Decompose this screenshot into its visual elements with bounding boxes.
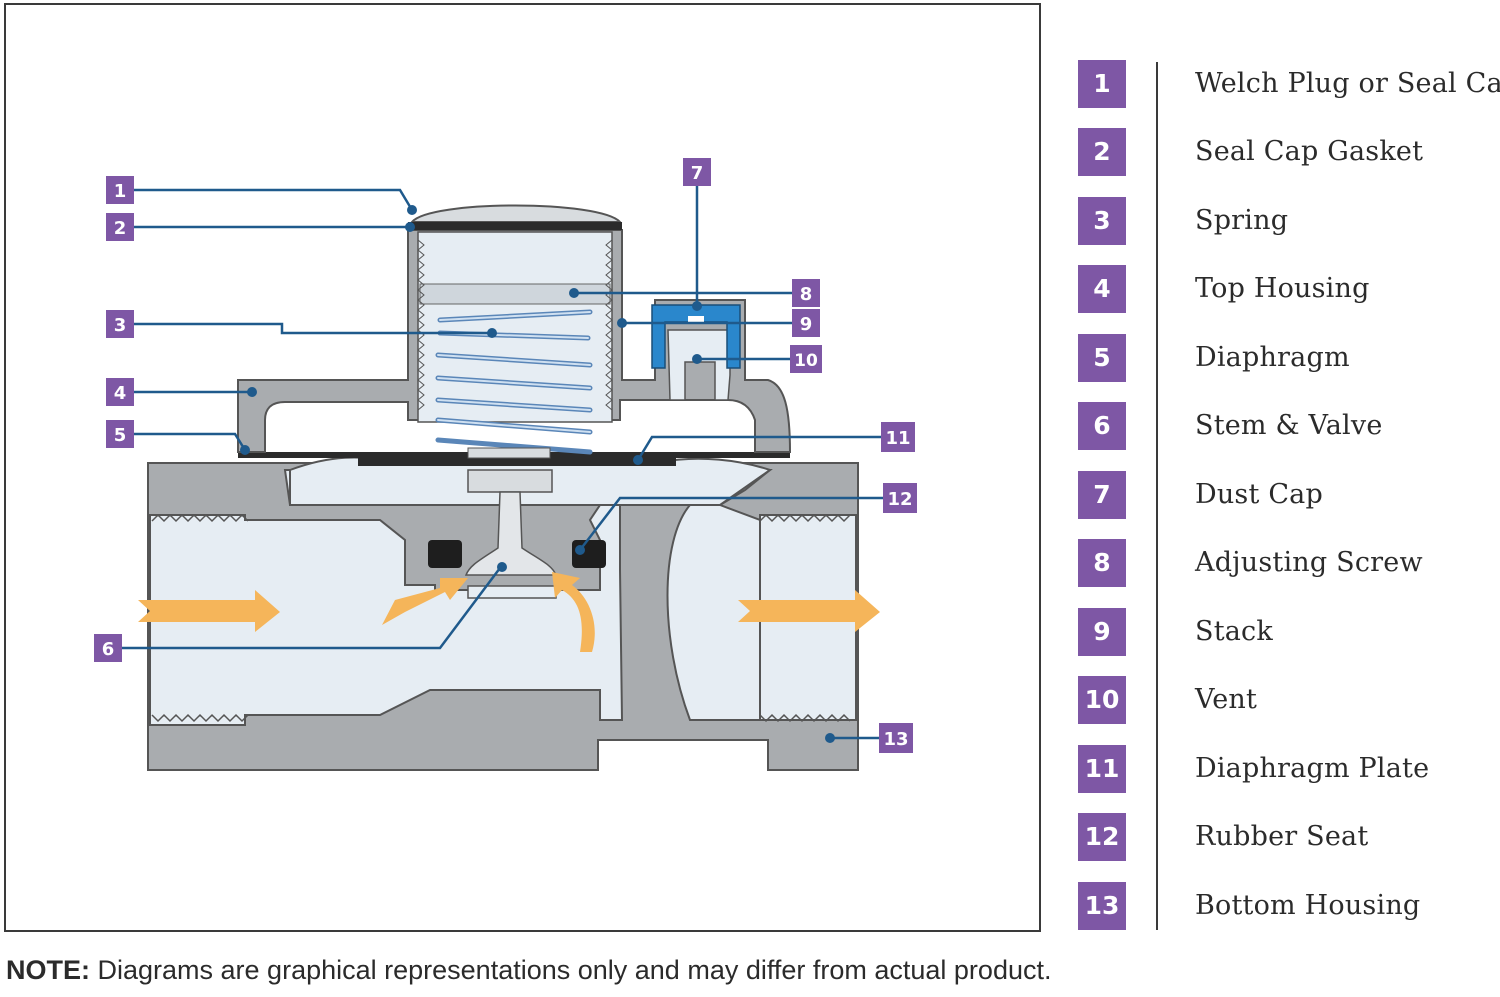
leader-lines	[120, 184, 886, 740]
legend-item: 6 Stem & Valve	[1078, 402, 1498, 450]
legend-number-badge: 10	[1078, 676, 1126, 724]
seal-cap-gasket	[408, 222, 622, 230]
parts-legend: 1 Welch Plug or Seal Cap 2 Seal Cap Gask…	[1078, 60, 1500, 930]
callout-4-text: 4	[114, 383, 127, 404]
callout-9: 9	[792, 309, 820, 337]
callout-8-text: 8	[800, 284, 813, 305]
callout-5-text: 5	[114, 425, 127, 446]
leader-dots	[240, 205, 835, 743]
note-prefix: NOTE:	[6, 955, 90, 985]
legend-label: Dust Cap	[1195, 479, 1323, 510]
legend-label: Spring	[1195, 205, 1289, 236]
callout-3-text: 3	[114, 315, 127, 336]
callout-13-text: 13	[883, 729, 908, 750]
callout-2-text: 2	[114, 218, 127, 239]
legend-label: Diaphragm Plate	[1195, 753, 1430, 784]
callout-1-text: 1	[114, 181, 127, 202]
note-text: Diagrams are graphical representations o…	[90, 955, 1052, 985]
legend-number-badge: 13	[1078, 882, 1126, 930]
legend-number-badge: 6	[1078, 402, 1126, 450]
legend-number-badge: 12	[1078, 813, 1126, 861]
callout-10-text: 10	[794, 351, 818, 371]
callout-1: 1	[106, 176, 134, 204]
legend-label: Bottom Housing	[1195, 890, 1421, 921]
legend-number-badge: 1	[1078, 60, 1126, 108]
callout-12: 12	[883, 483, 917, 513]
legend-item: 5 Diaphragm	[1078, 334, 1498, 382]
legend-item: 13 Bottom Housing	[1078, 882, 1498, 930]
legend-label: Vent	[1195, 684, 1258, 715]
legend-item: 10 Vent	[1078, 676, 1498, 724]
legend-item: 9 Stack	[1078, 608, 1498, 656]
legend-number-badge: 8	[1078, 539, 1126, 587]
callout-12-text: 12	[887, 489, 912, 510]
callout-11: 11	[881, 422, 915, 452]
legend-label: Stack	[1195, 616, 1273, 647]
legend-label: Stem & Valve	[1195, 410, 1383, 441]
legend-number-badge: 2	[1078, 128, 1126, 176]
legend-item: 1 Welch Plug or Seal Cap	[1078, 60, 1500, 108]
legend-number-badge: 4	[1078, 265, 1126, 313]
legend-label: Diaphragm	[1195, 342, 1350, 373]
legend-label: Welch Plug or Seal Cap	[1195, 68, 1500, 99]
callout-11-text: 11	[885, 428, 910, 449]
legend-divider	[1156, 62, 1158, 930]
welch-plug	[409, 204, 623, 223]
callout-7: 7	[683, 158, 711, 186]
callout-8: 8	[792, 279, 820, 307]
callout-3: 3	[106, 310, 134, 338]
regulator-cutaway-diagram: 1 2 3 4 5 6 7 8 9 10 11 12	[94, 158, 917, 771]
callout-6-text: 6	[102, 639, 115, 660]
legend-item: 11 Diaphragm Plate	[1078, 745, 1498, 793]
legend-number-badge: 3	[1078, 197, 1126, 245]
legend-label: Adjusting Screw	[1195, 547, 1423, 578]
callout-4: 4	[106, 378, 134, 406]
legend-label: Top Housing	[1195, 273, 1370, 304]
callout-6: 6	[94, 634, 122, 662]
flow-arrows	[138, 572, 880, 652]
top-housing	[237, 229, 792, 453]
callout-9-text: 9	[800, 314, 813, 335]
stem-and-valve	[464, 469, 558, 599]
legend-label: Rubber Seat	[1195, 821, 1369, 852]
legend-label: Seal Cap Gasket	[1195, 136, 1424, 167]
legend-number-badge: 7	[1078, 471, 1126, 519]
legend-number-badge: 11	[1078, 745, 1126, 793]
callout-13: 13	[879, 723, 913, 753]
legend-item: 3 Spring	[1078, 197, 1498, 245]
callout-5: 5	[106, 420, 134, 448]
callout-2: 2	[106, 213, 134, 241]
legend-item: 7 Dust Cap	[1078, 471, 1498, 519]
bottom-housing	[147, 456, 859, 771]
legend-number-badge: 9	[1078, 608, 1126, 656]
diaphragm-plate	[358, 458, 676, 466]
disclaimer-note: NOTE: Diagrams are graphical representat…	[6, 955, 1051, 986]
callout-7-text: 7	[691, 163, 704, 184]
legend-item: 2 Seal Cap Gasket	[1078, 128, 1498, 176]
legend-item: 4 Top Housing	[1078, 265, 1498, 313]
callout-10: 10	[790, 345, 822, 373]
legend-number-badge: 5	[1078, 334, 1126, 382]
legend-item: 8 Adjusting Screw	[1078, 539, 1498, 587]
legend-item: 12 Rubber Seat	[1078, 813, 1498, 861]
